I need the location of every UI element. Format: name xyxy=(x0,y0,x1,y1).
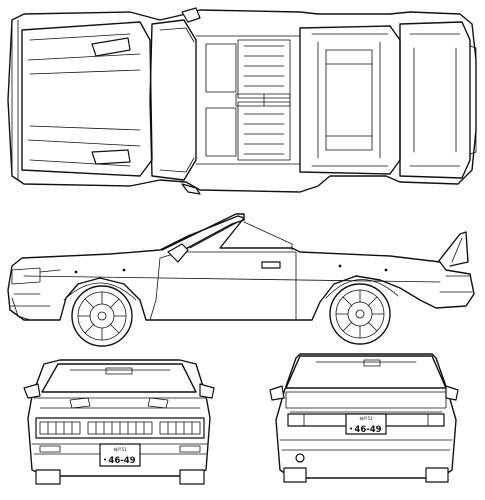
rear-plate-dot: • xyxy=(349,425,353,433)
rear-right-mirror-icon xyxy=(445,385,459,401)
side-view xyxy=(7,213,475,347)
rear-left-mirror-icon xyxy=(269,385,285,401)
front-right-mirror-icon xyxy=(199,383,215,399)
top-view xyxy=(7,7,477,195)
front-plate-region: 神戸51 xyxy=(113,446,127,452)
front-right-tire xyxy=(179,469,205,485)
mirror-top-icon xyxy=(181,7,201,23)
exhaust-icon xyxy=(295,453,305,463)
rear-left-tire xyxy=(283,467,307,483)
rear-license-plate: 神戸51 • 46-49 xyxy=(345,413,387,435)
rear-right-tire xyxy=(425,467,449,483)
door-handle xyxy=(261,261,281,269)
rear-wheel-icon xyxy=(329,283,391,345)
hood-vent-bottom xyxy=(91,149,131,165)
hood-vent-top xyxy=(91,37,131,57)
front-plate-number: 46-49 xyxy=(108,456,135,466)
front-left-mirror-icon xyxy=(23,383,41,399)
front-view: 神戸51 • 46-49 xyxy=(23,359,215,485)
rear-plate-region: 神戸51 xyxy=(359,415,373,421)
mirror-bottom-icon xyxy=(181,183,201,195)
rear-plate-number: 46-49 xyxy=(354,425,381,435)
front-left-tire xyxy=(35,469,61,485)
front-plate-dot: • xyxy=(103,456,107,464)
front-license-plate: 神戸51 • 46-49 xyxy=(99,443,141,467)
front-wheel-icon xyxy=(71,285,133,347)
side-mirror-icon xyxy=(167,243,189,263)
rear-view: 神戸51 • 46-49 xyxy=(269,353,459,483)
